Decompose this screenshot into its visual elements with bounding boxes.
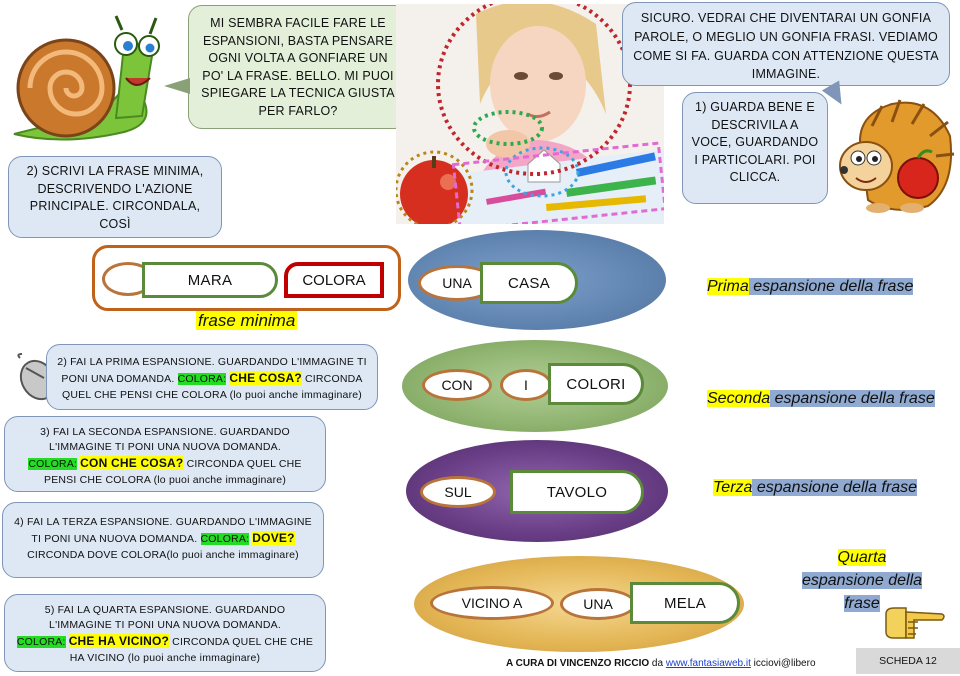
snail-speech-text: MI SEMBRA FACILE FARE LE ESPANSIONI, BAS… bbox=[201, 16, 395, 118]
exp4-word2: UNA bbox=[583, 596, 613, 612]
step2-bubble: 2) SCRIVI LA FRASE MINIMA, DESCRIVENDO L… bbox=[8, 156, 222, 238]
instr1-pre: 2) FAI LA PRIMA ESPANSIONE. GUARDANDO L'… bbox=[57, 356, 367, 386]
instr4-post: CIRCONDA QUEL CHE CHE HA VICINO (lo puoi… bbox=[69, 636, 314, 664]
instr2-key: COLORA: bbox=[28, 458, 78, 471]
exp1-word2-pill[interactable]: CASA bbox=[480, 262, 578, 304]
minimal-subject-text: MARA bbox=[187, 271, 233, 289]
minimal-sentence-frame bbox=[92, 245, 401, 311]
exp1-word1: UNA bbox=[442, 275, 472, 291]
exp2-label: Seconda espansione della frase bbox=[707, 390, 935, 408]
hedgehog-illustration bbox=[832, 96, 956, 214]
instr1-question: CHE COSA? bbox=[229, 371, 302, 386]
exp2-label-rest: espansione della frase bbox=[770, 390, 935, 407]
exp4-word2-oval[interactable]: UNA bbox=[560, 588, 636, 620]
instr1-post: CIRCONDA QUEL CHE PENSI CHE COLORA (lo p… bbox=[61, 373, 363, 401]
instr1-key: COLORA: bbox=[177, 373, 227, 386]
instr2-post: CIRCONDA QUEL CHE PENSI CHE COLORA (lo p… bbox=[43, 458, 302, 486]
instr3-key: COLORA: bbox=[200, 533, 250, 546]
exp3-word2: TAVOLO bbox=[546, 483, 608, 501]
exp2-word1-oval[interactable]: CON bbox=[422, 369, 492, 401]
footer-credit: A CURA DI VINCENZO RICCIO da www.fantasi… bbox=[506, 658, 816, 669]
minimal-verb-text: COLORA bbox=[302, 271, 366, 289]
exp1-label: Prima espansione della frase bbox=[707, 278, 914, 296]
minimal-caption: frase minima bbox=[196, 311, 298, 331]
pointing-hand-icon[interactable] bbox=[884, 604, 948, 642]
sheet-label: SCHEDA 12 bbox=[879, 655, 937, 667]
bubble-tail bbox=[164, 78, 190, 94]
exp2-word3-pill[interactable]: COLORI bbox=[548, 363, 644, 405]
minimal-caption-text: frase minima bbox=[196, 311, 298, 330]
instruction-2: 3) FAI LA SECONDA ESPANSIONE. GUARDANDO … bbox=[4, 416, 326, 492]
hedgehog-speech-text: SICURO. VEDRAI CHE DIVENTARAI UN GONFIA … bbox=[633, 11, 939, 82]
step2-text: 2) SCRIVI LA FRASE MINIMA, DESCRIVENDO L… bbox=[26, 164, 204, 231]
instr4-key: COLORA: bbox=[16, 636, 66, 649]
instr3-question: DOVE? bbox=[252, 531, 295, 546]
step1-bubble: 1) GUARDA BENE E DESCRIVILA A VOCE, GUAR… bbox=[682, 92, 828, 204]
minimal-subject-pill[interactable]: MARA bbox=[142, 262, 278, 298]
exp4-label-rest-2: frase bbox=[844, 595, 880, 613]
exp2-word1: CON bbox=[441, 377, 473, 393]
instr2-pre: 3) FAI LA SECONDA ESPANSIONE. GUARDANDO … bbox=[40, 426, 290, 454]
footer-da: da bbox=[649, 658, 666, 669]
exp1-word2: CASA bbox=[507, 274, 551, 292]
exp1-label-rest: espansione della frase bbox=[748, 278, 914, 295]
footer-credit-text: A CURA DI VINCENZO RICCIO bbox=[506, 658, 650, 669]
exp2-word2-oval[interactable]: I bbox=[500, 369, 552, 401]
instr3-pre: 4) FAI LA TERZA ESPANSIONE. GUARDANDO L'… bbox=[14, 516, 312, 546]
exp2-label-hl: Seconda bbox=[707, 390, 771, 407]
exp4-word3: MELA bbox=[663, 594, 707, 612]
exp3-label-rest: espansione della frase bbox=[752, 479, 917, 496]
exp3-word2-pill[interactable]: TAVOLO bbox=[510, 470, 644, 514]
instruction-3: 4) FAI LA TERZA ESPANSIONE. GUARDANDO L'… bbox=[2, 502, 324, 578]
exp2-word3: COLORI bbox=[566, 375, 626, 393]
exp1-label-hl: Prima bbox=[707, 278, 749, 295]
instr4-question: CHE HA VICINO? bbox=[68, 634, 170, 649]
exp3-label: Terza espansione della frase bbox=[713, 479, 917, 497]
exp3-label-hl: Terza bbox=[713, 479, 753, 496]
girl-photo bbox=[396, 4, 664, 224]
exp4-label: Quarta espansione della frase bbox=[788, 546, 936, 616]
hedgehog-speech-bubble: SICURO. VEDRAI CHE DIVENTARAI UN GONFIA … bbox=[622, 2, 950, 86]
instr3-post: CIRCONDA DOVE COLORA(lo puoi anche immag… bbox=[27, 548, 299, 561]
step1-text: 1) GUARDA BENE E DESCRIVILA A VOCE, GUAR… bbox=[691, 100, 819, 184]
sheet-label-box: SCHEDA 12 bbox=[856, 648, 960, 674]
exp4-word1-oval[interactable]: VICINO A bbox=[430, 586, 554, 620]
footer-email: icciovi@libero bbox=[750, 658, 816, 669]
footer-link[interactable]: www.fantasiaweb.it bbox=[665, 658, 751, 669]
minimal-verb-box[interactable]: COLORA bbox=[284, 262, 384, 298]
instruction-1: 2) FAI LA PRIMA ESPANSIONE. GUARDANDO L'… bbox=[46, 344, 378, 410]
exp4-label-rest-1: espansione della bbox=[801, 572, 923, 590]
snail-speech-bubble: MI SEMBRA FACILE FARE LE ESPANSIONI, BAS… bbox=[188, 5, 408, 129]
instr4-pre: 5) FAI LA QUARTA ESPANSIONE. GUARDANDO L… bbox=[44, 604, 286, 632]
exp3-word1: SUL bbox=[444, 484, 472, 500]
exp2-word2: I bbox=[524, 377, 528, 393]
instr2-question: CON CHE COSA? bbox=[80, 456, 184, 471]
exp4-label-hl: Quarta bbox=[837, 549, 887, 566]
exp4-word3-pill[interactable]: MELA bbox=[630, 582, 740, 624]
instruction-4: 5) FAI LA QUARTA ESPANSIONE. GUARDANDO L… bbox=[4, 594, 326, 672]
exp4-word1: VICINO A bbox=[461, 595, 523, 611]
exp3-word1-oval[interactable]: SUL bbox=[420, 476, 496, 508]
snail-illustration bbox=[4, 6, 164, 156]
